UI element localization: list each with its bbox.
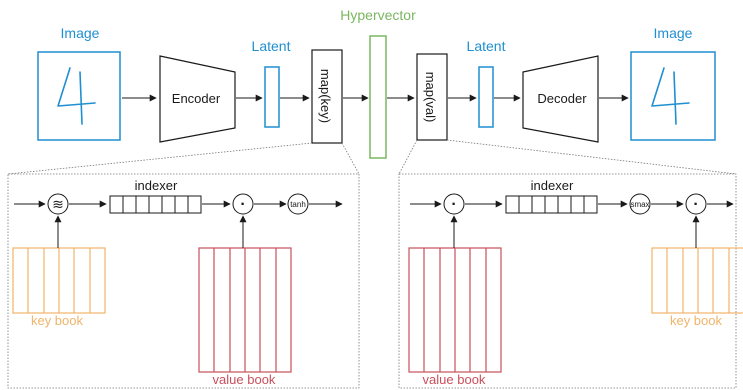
image-right-label: Image bbox=[654, 25, 693, 41]
map-key-label: map(key) bbox=[318, 69, 333, 123]
right-dot-op-2 bbox=[685, 193, 707, 215]
decoder-block bbox=[522, 55, 599, 143]
left-value-book-label: value book bbox=[213, 372, 276, 387]
zoom-line-right-b bbox=[446, 139, 737, 175]
tanh-label: tanh bbox=[290, 200, 306, 209]
right-dot-symbol-1: · bbox=[451, 196, 456, 213]
latent-left-label: Latent bbox=[252, 38, 291, 54]
output-digit-drawing bbox=[651, 67, 690, 125]
right-value-book-label: value book bbox=[423, 372, 486, 387]
image-left-label: Image bbox=[61, 25, 100, 41]
encoder-label: Encoder bbox=[172, 91, 221, 106]
output-image-box bbox=[630, 51, 716, 141]
decoder-label: Decoder bbox=[537, 91, 587, 106]
similarity-op bbox=[47, 193, 69, 215]
map-val-block bbox=[416, 53, 448, 141]
map-val-label: map(val) bbox=[423, 72, 438, 123]
tanh-op bbox=[287, 193, 309, 215]
similarity-symbol: ≋ bbox=[52, 196, 64, 212]
left-value-book-columns bbox=[213, 248, 277, 372]
right-dot-symbol-2: · bbox=[693, 196, 698, 213]
hypervector-label: Hypervector bbox=[340, 7, 416, 23]
hypervector-box bbox=[369, 35, 387, 159]
left-key-book-label: key book bbox=[31, 313, 84, 328]
zoom-line-left-b bbox=[341, 142, 360, 175]
latent-right-label: Latent bbox=[467, 38, 506, 54]
right-key-book-columns bbox=[666, 248, 730, 313]
left-indexer-strip bbox=[109, 195, 202, 214]
smax-label: smax bbox=[630, 200, 649, 209]
left-dot-symbol: · bbox=[240, 196, 245, 213]
right-dot-op-1 bbox=[443, 193, 465, 215]
right-indexer-label: indexer bbox=[531, 178, 574, 193]
left-key-book-columns bbox=[27, 248, 91, 313]
zoom-line-right-a bbox=[398, 139, 418, 175]
input-image-box bbox=[37, 51, 121, 141]
zoom-line-left-a bbox=[7, 142, 313, 175]
right-indexer-cells bbox=[518, 196, 585, 213]
map-key-block bbox=[311, 49, 343, 144]
right-value-book-columns bbox=[423, 248, 487, 372]
left-indexer-label: indexer bbox=[135, 178, 178, 193]
left-detail-panel bbox=[7, 173, 360, 389]
input-digit-drawing bbox=[57, 67, 96, 125]
right-key-book-label: key book bbox=[670, 313, 723, 328]
right-indexer-strip bbox=[505, 195, 598, 214]
smax-op bbox=[629, 193, 651, 215]
latent-left-box bbox=[264, 66, 280, 128]
latent-right-box bbox=[478, 66, 494, 128]
left-indexer-cells bbox=[122, 196, 189, 213]
right-detail-panel bbox=[398, 173, 737, 389]
encoder-block bbox=[159, 55, 236, 143]
left-dot-op bbox=[232, 193, 254, 215]
